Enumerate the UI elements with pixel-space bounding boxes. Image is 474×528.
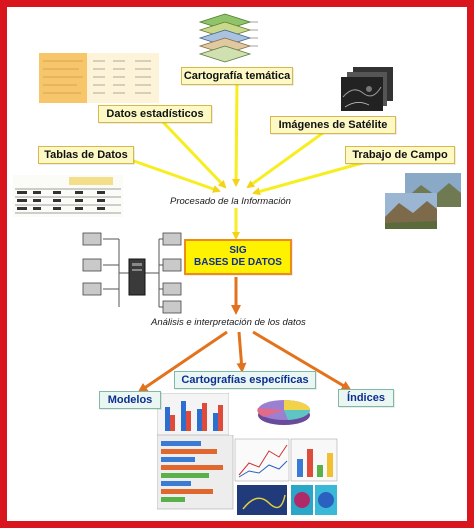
node-trabajo-campo: Trabajo de Campo xyxy=(345,146,455,164)
spreadsheet-icon xyxy=(39,53,159,103)
edge-analisis-modelos xyxy=(137,330,228,393)
bar-chart-icon xyxy=(157,393,229,435)
data-table-icon xyxy=(13,175,123,217)
edge-trabajo-procesado xyxy=(252,158,374,196)
edge-tablas-procesado xyxy=(130,158,221,193)
computer-network-icon xyxy=(82,232,182,314)
node-modelos: Modelos xyxy=(99,391,161,409)
chart-collage-icon xyxy=(157,435,338,515)
step-analisis: Análisis e interpretación de los datos xyxy=(151,317,306,328)
node-datos-estadisticos: Datos estadísticos xyxy=(98,105,212,123)
edge-analisis-cartografias xyxy=(236,331,247,373)
node-imagenes-satelite-label: Imágenes de Satélite xyxy=(278,119,388,131)
edge-imagenes-procesado xyxy=(246,128,328,189)
node-indices-label: Índices xyxy=(347,392,385,404)
edge-datos-procesado xyxy=(160,119,227,189)
step-procesado: Procesado de la Información xyxy=(170,196,291,207)
concept-map: Cartografía temática Datos estadísticos … xyxy=(7,7,467,521)
node-sig-bases-de-datos: SIG BASES DE DATOS xyxy=(184,239,292,275)
layered-map-icon xyxy=(198,13,258,63)
node-trabajo-campo-label: Trabajo de Campo xyxy=(352,149,448,161)
node-imagenes-satelite: Imágenes de Satélite xyxy=(270,116,396,134)
edge-analisis-indices xyxy=(252,330,352,391)
node-indices: Índices xyxy=(338,389,394,407)
node-tablas-datos: Tablas de Datos xyxy=(38,146,134,164)
node-modelos-label: Modelos xyxy=(107,394,153,406)
node-tablas-datos-label: Tablas de Datos xyxy=(44,149,128,161)
satellite-image-icon xyxy=(341,67,393,111)
node-cartografia-tematica-label: Cartografía temática xyxy=(183,70,291,82)
node-datos-estadisticos-label: Datos estadísticos xyxy=(106,108,204,120)
connector-layer xyxy=(130,80,374,393)
node-sig-label: SIG xyxy=(229,245,247,256)
node-cartografias-especificas-label: Cartografías específicas xyxy=(181,374,309,386)
landscape-photo-icon xyxy=(385,173,461,229)
pie-chart-icon xyxy=(257,400,311,425)
node-cartografias-especificas: Cartografías específicas xyxy=(174,371,316,389)
node-cartografia-tematica: Cartografía temática xyxy=(181,67,293,85)
edge-cartografia-procesado xyxy=(232,80,241,187)
node-bases-de-datos-label: BASES DE DATOS xyxy=(194,257,282,268)
